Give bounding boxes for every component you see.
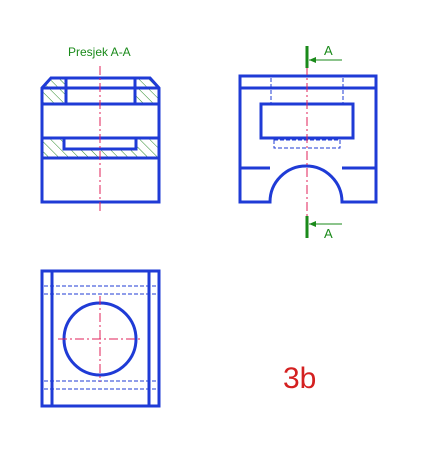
cut-label-top: A [324, 43, 333, 58]
top-view [40, 269, 161, 408]
cut-arrow-bottom-head [309, 221, 316, 227]
top-center-lines [58, 296, 143, 382]
front-body-outline [238, 74, 378, 204]
cut-arrow-top-head [309, 57, 316, 63]
front-view: A A [238, 43, 378, 241]
sheet-label: 3b [283, 362, 316, 395]
section-title: Presjek A-A [68, 45, 131, 59]
front-outline [238, 74, 378, 204]
section-pocket [62, 138, 138, 151]
cutting-plane-marker: A A [305, 43, 342, 241]
section-view: Presjek A-A [40, 45, 161, 212]
cut-label-bottom: A [324, 226, 333, 241]
top-body-outline [40, 269, 161, 408]
